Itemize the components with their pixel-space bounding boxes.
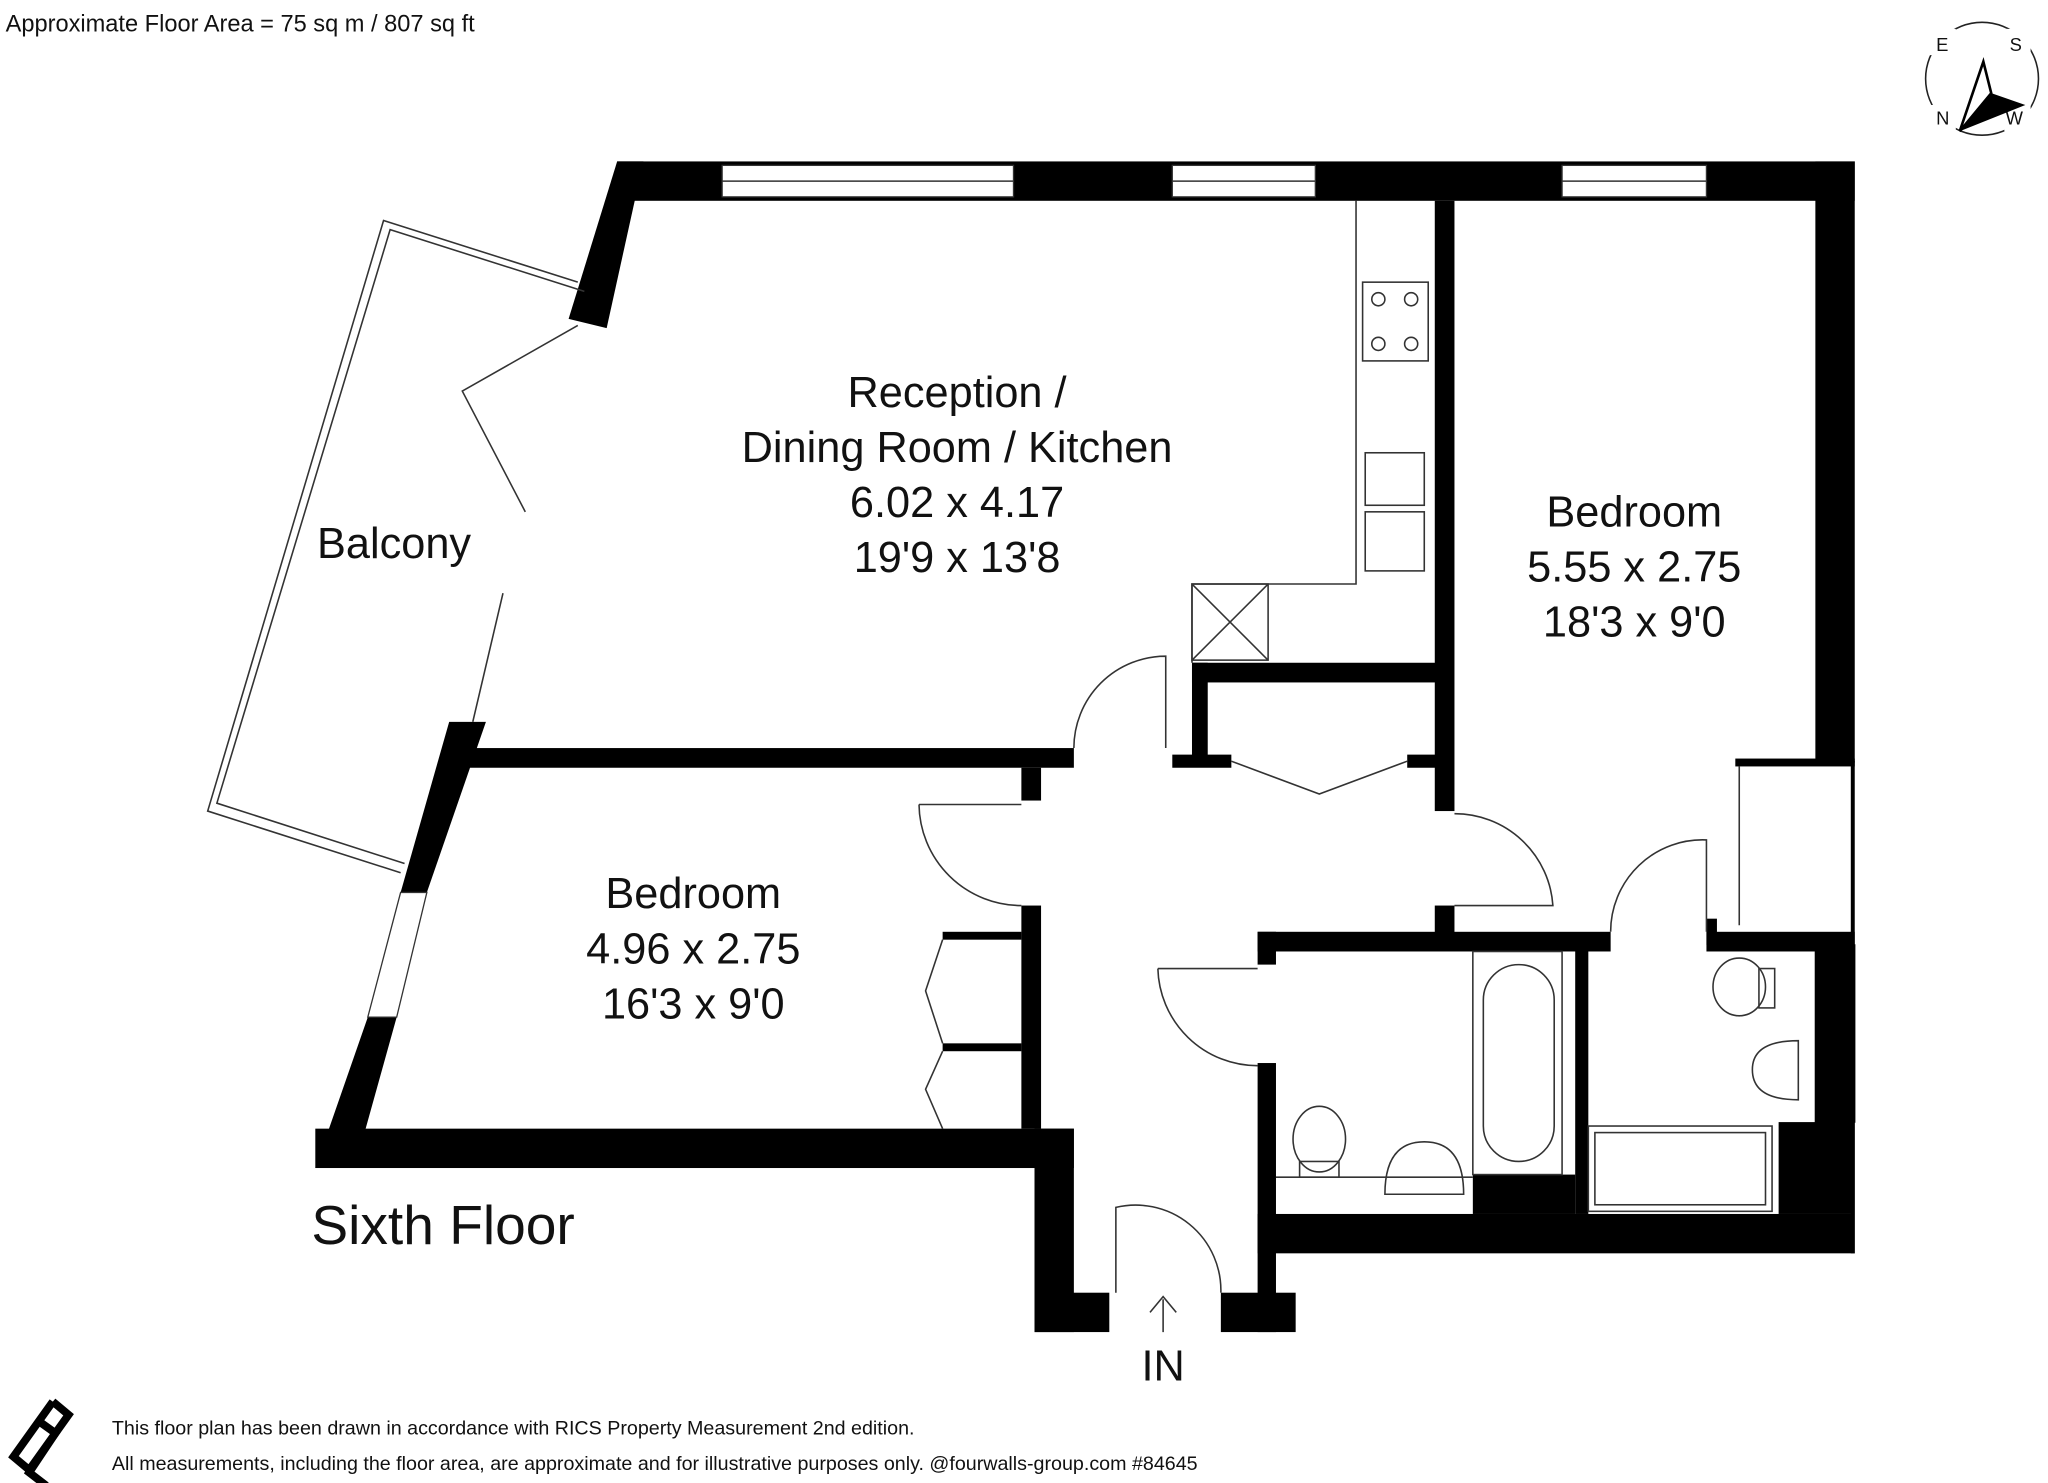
doors (918, 655, 1741, 1293)
bathroom-fittings (1275, 950, 1800, 1213)
reception-label-1: Reception / (848, 369, 1068, 417)
compass-s: S (2010, 34, 2022, 55)
footer-line-2: All measurements, including the floor ar… (112, 1453, 1198, 1475)
floor-label: Sixth Floor (311, 1194, 574, 1256)
reception-metric: 6.02 x 4.17 (850, 479, 1064, 527)
reception-label-2: Dining Room / Kitchen (742, 424, 1173, 472)
bedroom1-label: Bedroom (1546, 488, 1722, 536)
compass-e: E (1936, 34, 1948, 55)
bedroom2-metric: 4.96 x 2.75 (586, 925, 800, 973)
entrance-label: IN (1141, 1343, 1184, 1391)
walls (315, 161, 1856, 1333)
room-labels: Reception / Dining Room / Kitchen 6.02 x… (311, 369, 1741, 1391)
windows (366, 164, 1708, 1018)
compass-w: W (2006, 108, 2024, 129)
bedroom1-metric: 5.55 x 2.75 (1527, 543, 1741, 591)
bedroom2-imperial: 16'3 x 9'0 (602, 980, 785, 1028)
fourwalls-logo (8, 1398, 74, 1483)
bedroom2-label: Bedroom (605, 870, 781, 918)
compass-icon: E S N W (1924, 21, 2040, 136)
compass-n: N (1936, 108, 1949, 129)
kitchen-fittings (1191, 200, 1430, 663)
bedroom1-imperial: 18'3 x 9'0 (1543, 599, 1726, 647)
floor-area-text: Approximate Floor Area = 75 sq m / 807 s… (6, 11, 476, 37)
reception-imperial: 19'9 x 13'8 (854, 534, 1061, 582)
entrance-arrow-icon (1149, 1295, 1177, 1333)
balcony-outline (206, 219, 585, 874)
footer-line-1: This floor plan has been drawn in accord… (112, 1417, 915, 1439)
balcony-label: Balcony (317, 520, 471, 568)
